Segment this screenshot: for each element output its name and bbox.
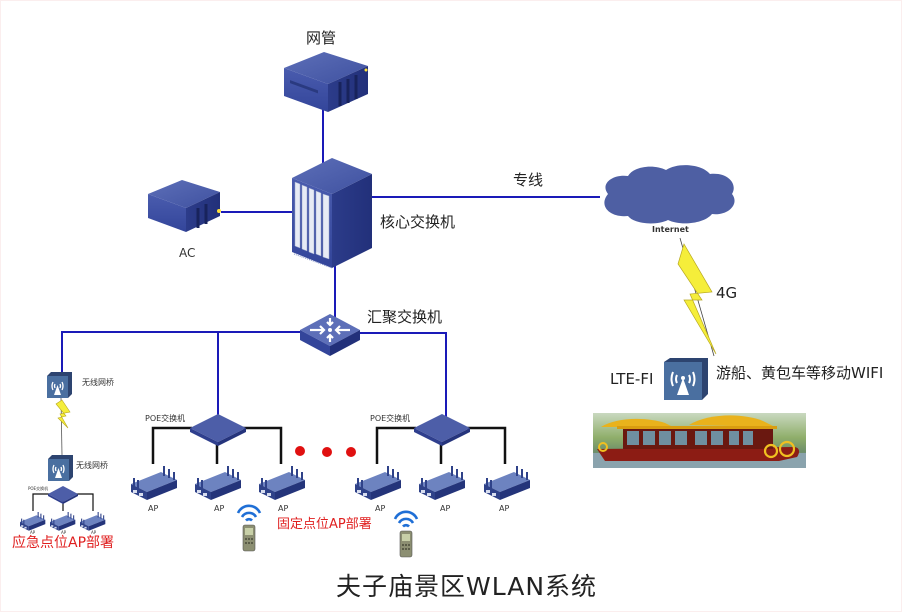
ap-label: AP [91, 530, 97, 535]
link-aggregation-left-trunk [61, 331, 302, 372]
mobile-phone-wifi-icon [393, 510, 419, 558]
poe-emergency-downlink-c [74, 493, 94, 511]
ap-label: AP [375, 504, 386, 513]
ac-server-icon[interactable] [148, 180, 221, 232]
poe-emergency-downlink-a [32, 493, 52, 511]
tour-boat-image [593, 413, 806, 468]
ap-label: AP [278, 504, 289, 513]
poe-right-label: POE交换机 [370, 414, 411, 423]
poe-left-label: POE交换机 [145, 414, 186, 423]
fixed-caption: 固定点位AP部署 [277, 517, 372, 532]
poe-switch-right-icon[interactable] [414, 414, 470, 446]
mobile-wifi-label: 游船、黄包车等移动WIFI [716, 364, 884, 382]
nms-label: 网管 [306, 29, 337, 47]
wireless-bridge-top-icon[interactable] [47, 372, 72, 398]
access-points [20, 466, 530, 531]
link-aggregation-poe-right [360, 332, 447, 417]
lte-fi-label: LTE-FI [610, 370, 654, 388]
internet-label: Internet [652, 225, 689, 234]
more-switches-ellipsis [295, 446, 356, 457]
access-point-icon[interactable] [259, 466, 305, 500]
ac-label: AC [179, 246, 196, 260]
bridge-top-label: 无线网桥 [82, 378, 114, 387]
core-switch-label: 核心交换机 [380, 213, 456, 231]
ap-label: AP [440, 504, 451, 513]
ap-label: AP [499, 504, 510, 513]
wireless-link-lightning-icon [55, 397, 71, 456]
ap-label: AP [30, 530, 36, 535]
emergency-access-point-icon[interactable] [20, 512, 46, 531]
access-point-icon[interactable] [484, 466, 530, 500]
emergency-access-point-icon[interactable] [80, 512, 106, 531]
access-point-icon[interactable] [195, 466, 241, 500]
emergency-caption: 应急点位AP部署 [12, 535, 115, 551]
internet-cloud-icon[interactable] [604, 165, 735, 224]
poe-right-downlink-a [375, 426, 416, 464]
ap-label: AP [148, 504, 159, 513]
leased-line-label: 专线 [513, 171, 544, 189]
links [61, 108, 600, 417]
access-point-icon[interactable] [131, 466, 177, 500]
wireless-bridge-bottom-icon[interactable] [48, 455, 73, 481]
access-point-icon[interactable] [419, 466, 465, 500]
access-point-icon[interactable] [355, 466, 401, 500]
4g-label: 4G [716, 284, 738, 302]
bridge-bottom-label: 无线网桥 [76, 461, 108, 470]
ap-label: AP [61, 530, 67, 535]
emergency-access-point-icon[interactable] [50, 512, 76, 531]
ap-label: AP [214, 504, 225, 513]
aggregation-switch-label: 汇聚交换机 [367, 308, 443, 326]
nms-server-icon[interactable] [284, 52, 368, 112]
poe-downlinks [151, 426, 507, 464]
core-switch-icon[interactable] [292, 158, 372, 269]
poe-emergency-label: POE交换机 [28, 486, 49, 491]
lte-fi-device-icon[interactable] [664, 358, 708, 400]
aggregation-switch-icon[interactable] [300, 314, 360, 356]
poe-right-downlink-c [466, 426, 507, 464]
poe-switch-left-icon[interactable] [190, 414, 246, 446]
diagram-title: 夫子庙景区WLAN系统 [336, 572, 598, 601]
mobile-terminals [236, 504, 419, 558]
mobile-phone-wifi-icon [236, 504, 262, 552]
4g-lightning-icon [677, 237, 717, 357]
poe-left-downlink-a [151, 426, 192, 464]
poe-switch-emergency-icon[interactable] [48, 486, 78, 504]
poe-left-downlink-c [242, 426, 283, 464]
